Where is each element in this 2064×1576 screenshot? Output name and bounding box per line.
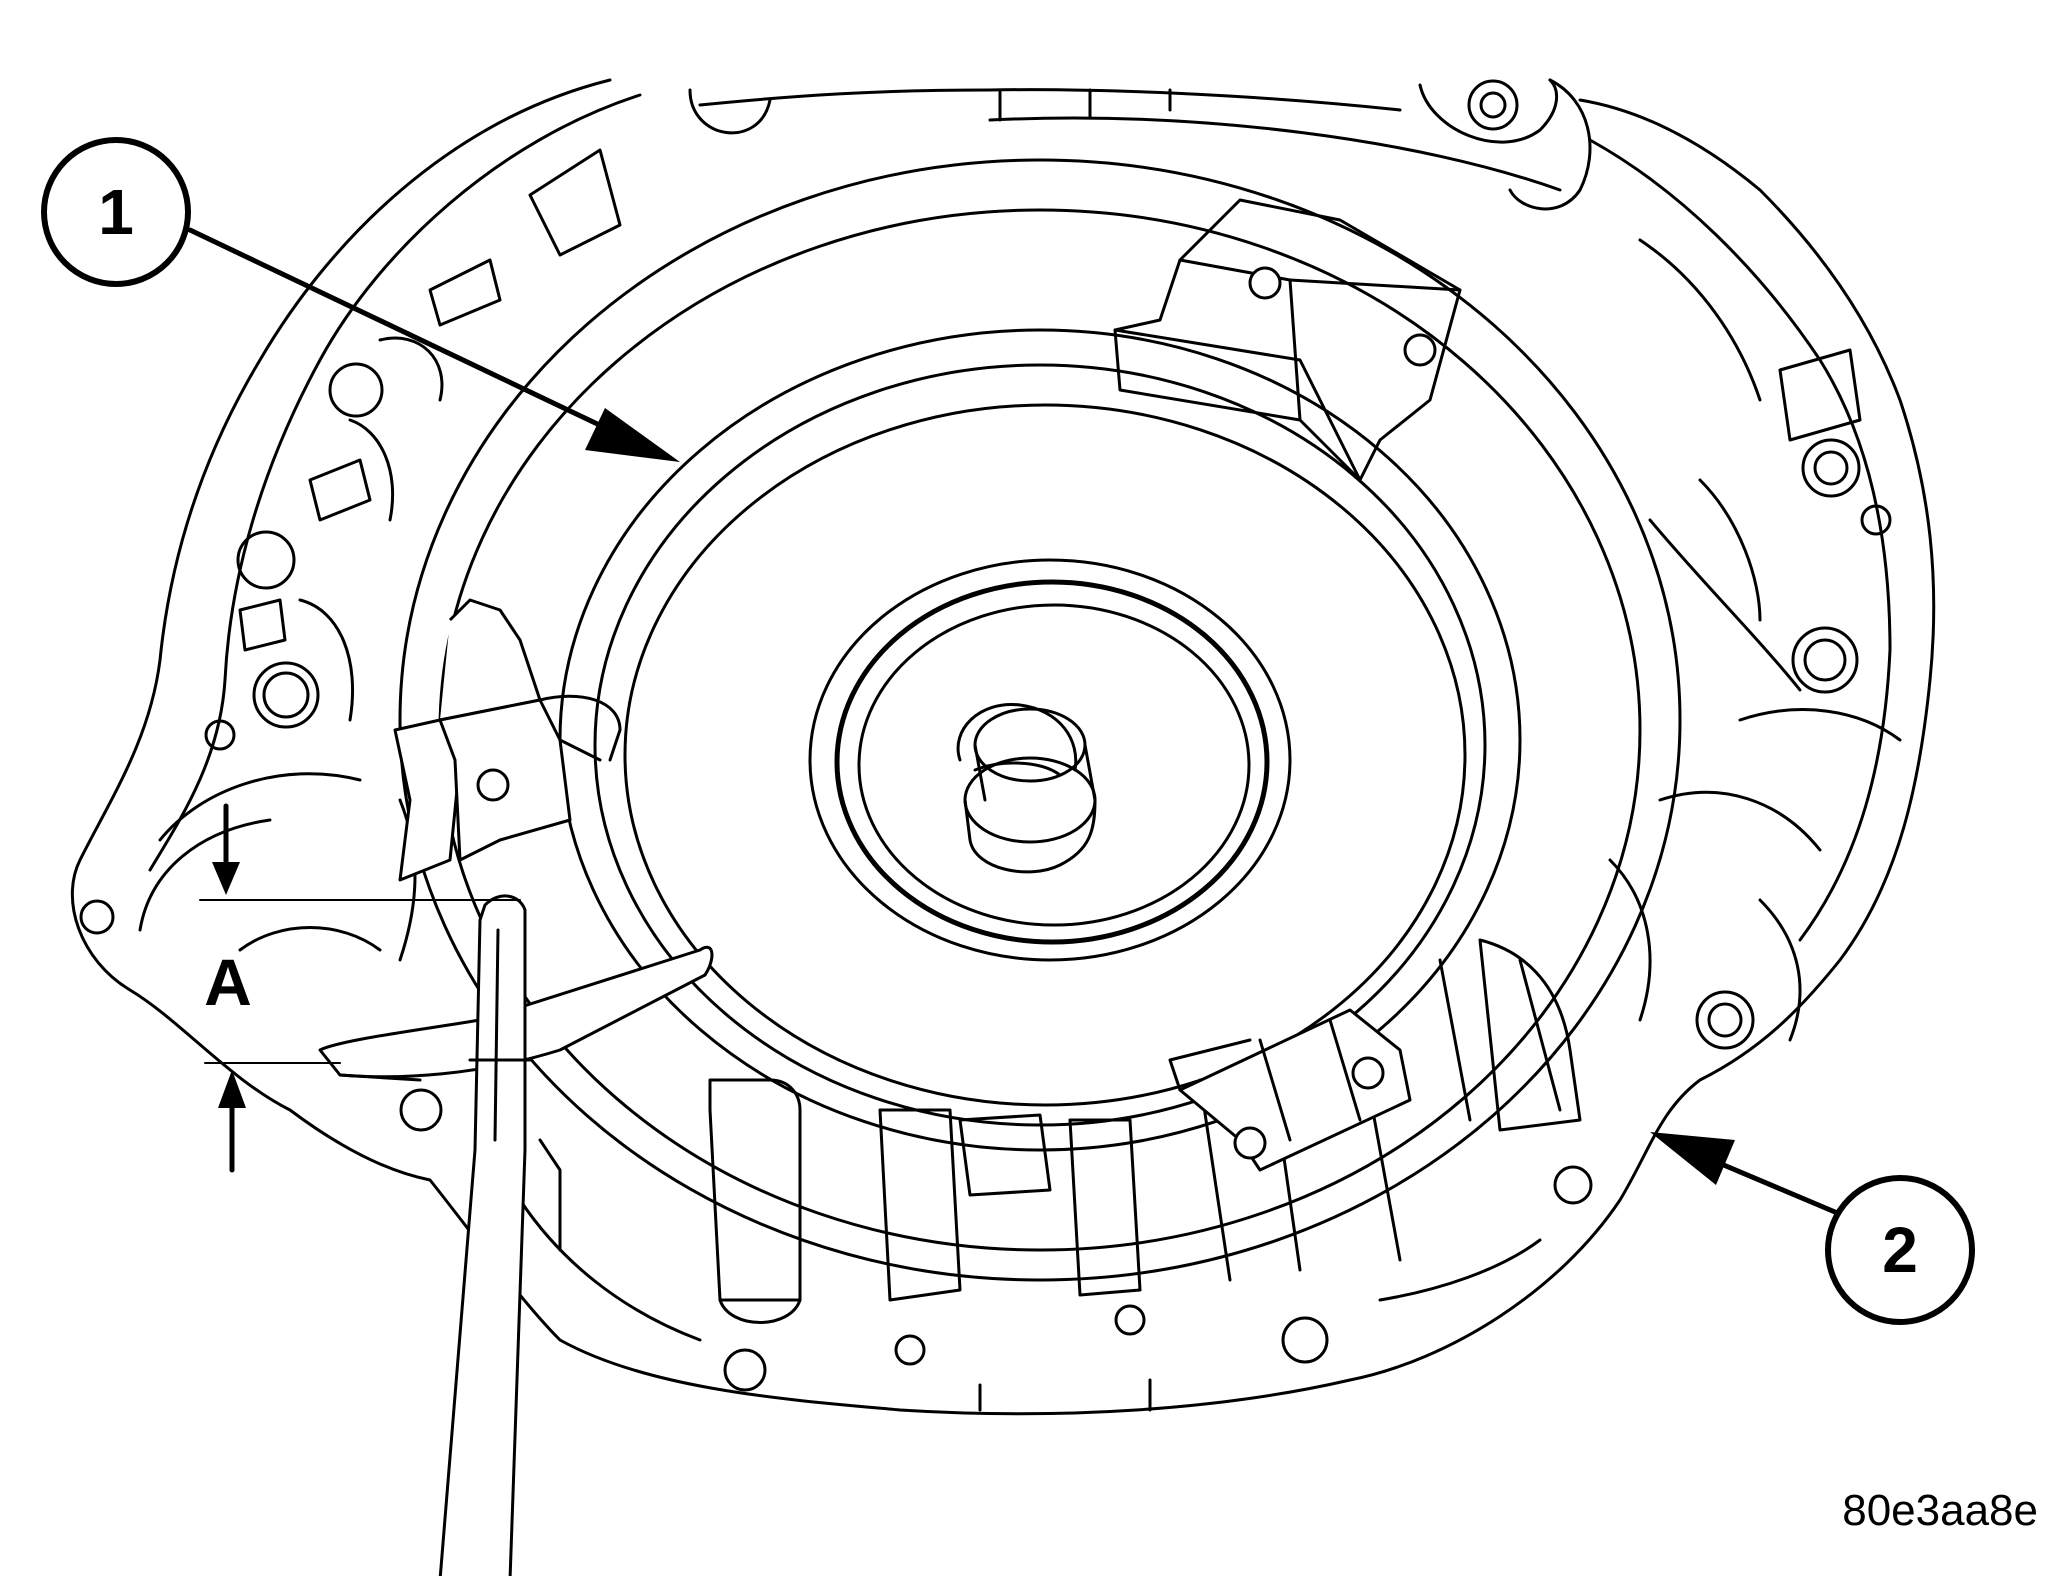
straightedge-tool (318, 894, 714, 1576)
bell-housing (70, 78, 1936, 1416)
left-housing-ribs (79, 148, 622, 962)
right-housing-ribs (1553, 238, 1902, 1205)
torque-converter (398, 158, 1682, 1282)
upper-bracket (1113, 198, 1462, 482)
dimension-a-label: A (204, 945, 252, 1019)
figure-id-code: 80e3aa8e (1842, 1486, 2038, 1535)
dimension-a-marker (199, 803, 521, 1173)
callout-2 (1650, 1132, 1975, 1325)
callout-1-number: 1 (98, 176, 134, 248)
lower-bracket (1168, 1008, 1412, 1172)
callout-2-number: 2 (1882, 1214, 1918, 1286)
left-bracket (393, 598, 622, 882)
top-mounting-lugs (688, 78, 1592, 211)
callout-1 (41, 137, 680, 462)
